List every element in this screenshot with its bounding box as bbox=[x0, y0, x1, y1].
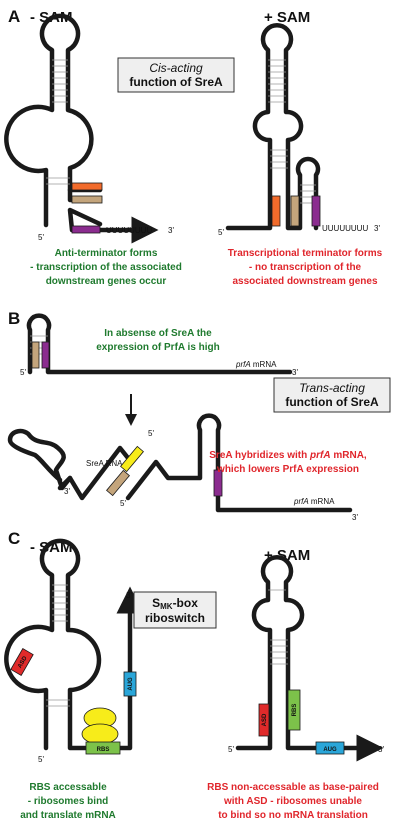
three-prime-b-top: 3' bbox=[292, 368, 298, 377]
panel-c-left-caption: RBS accessable - ribosomes bind and tran… bbox=[20, 782, 116, 821]
panel-c-right-state: + SAM bbox=[264, 547, 310, 564]
panel-c-left-rna: ASD RBS AUG 3' 5' bbox=[4, 538, 144, 764]
panel-a-right-caption: Transcriptional terminator forms - no tr… bbox=[228, 248, 383, 287]
prfa-mrna-label-bottom: prfA mRNA bbox=[293, 497, 335, 506]
five-prime-a-left: 5' bbox=[38, 233, 44, 242]
trans-acting-box: Trans-acting function of SreA bbox=[273, 377, 391, 413]
panel-a-right-state: + SAM bbox=[264, 9, 310, 26]
asd-box-right: ASD bbox=[258, 703, 270, 737]
panel-a-right-rna: UUUUUUUU 3' 5' bbox=[218, 23, 380, 237]
trans-box-line1: Trans-acting bbox=[299, 381, 365, 395]
three-prime-a-left: 3' bbox=[168, 226, 174, 235]
svg-text:- no transcription of the: - no transcription of the bbox=[249, 262, 362, 273]
panel-a-right-basepairs bbox=[268, 59, 316, 204]
panel-c-left-basepairs bbox=[46, 584, 70, 707]
panel-b: B 5' 3' prfA mRNA In absense of SreA the… bbox=[7, 309, 391, 522]
svg-text:with ASD - ribosomes unable: with ASD - ribosomes unable bbox=[223, 796, 362, 807]
three-prime-a-right: 3' bbox=[374, 224, 380, 233]
panel-a-letter: A bbox=[8, 7, 20, 26]
five-prime-c-right: 5' bbox=[228, 745, 234, 754]
rbs-box-left: RBS bbox=[85, 741, 121, 755]
svg-text:- ribosomes bind: - ribosomes bind bbox=[28, 796, 109, 807]
ribosome-small-subunit bbox=[81, 723, 119, 745]
trans-box-line2: function of SreA bbox=[285, 395, 379, 409]
svg-text:to bind so no mRNA translation: to bind so no mRNA translation bbox=[218, 810, 368, 821]
svg-text:In absense of SreA the: In absense of SreA the bbox=[104, 328, 212, 339]
rbs-box-right: RBS bbox=[287, 689, 301, 731]
panel-c-left-state: - SAM bbox=[30, 539, 73, 556]
panel-a-left-basepairs bbox=[46, 59, 70, 185]
svg-text:RBS non-accessable as base-pai: RBS non-accessable as base-paired bbox=[207, 782, 379, 793]
panel-b-top-caption: In absense of SreA the expression of Prf… bbox=[96, 328, 220, 353]
svg-text:AUG: AUG bbox=[323, 747, 337, 753]
purple-segment bbox=[41, 341, 50, 369]
svg-text:RBS accessable: RBS accessable bbox=[29, 782, 107, 793]
panel-c-right-rna: ASD RBS AUG 5' 3' bbox=[228, 555, 384, 762]
cis-box-line2: function of SreA bbox=[129, 75, 223, 89]
svg-text:expression of PrfA is high: expression of PrfA is high bbox=[96, 342, 220, 353]
svg-text:Transcriptional terminator for: Transcriptional terminator forms bbox=[228, 248, 383, 259]
tan-segment bbox=[71, 195, 103, 204]
panel-a: A - SAM + SAM UUUUUUUU 3' 5' Cis- bbox=[4, 7, 383, 287]
smk-box-label: SMK-box riboswitch bbox=[133, 591, 217, 629]
tan-segment bbox=[106, 469, 130, 497]
panel-a-left-caption: Anti-terminator forms - transcription of… bbox=[30, 248, 182, 287]
srea-rna: SreA RNA 3' 5' bbox=[7, 428, 154, 501]
panel-b-top-mrna: 5' 3' prfA mRNA bbox=[20, 313, 298, 377]
svg-text:and translate mRNA: and translate mRNA bbox=[20, 810, 116, 821]
three-prime-b-bottom: 3' bbox=[352, 513, 358, 522]
svg-text:downstream genes occur: downstream genes occur bbox=[46, 276, 167, 287]
svg-text:RBS: RBS bbox=[97, 747, 110, 753]
orange-segment bbox=[71, 182, 103, 191]
poly-u-left: UUUUUUUU bbox=[106, 226, 152, 235]
cis-box-line1: Cis-acting bbox=[149, 61, 203, 75]
svg-text:ASD: ASD bbox=[17, 655, 29, 670]
svg-text:which lowers PrfA expression: which lowers PrfA expression bbox=[216, 464, 359, 475]
orange-segment bbox=[271, 195, 281, 227]
panel-a-left-rna: UUUUUUUU 3' 5' bbox=[4, 13, 174, 244]
purple-segment bbox=[213, 469, 223, 497]
purple-segment bbox=[71, 225, 101, 234]
three-prime-c-left: 3' bbox=[126, 591, 132, 600]
five-prime-srea: 5' bbox=[148, 429, 154, 438]
five-prime-b-bottom: 5' bbox=[120, 499, 126, 508]
poly-u-right: UUUUUUUU bbox=[322, 224, 368, 233]
prfa-mrna-label-top: prfA mRNA bbox=[235, 360, 277, 369]
panel-b-letter: B bbox=[8, 309, 20, 328]
asd-box-left: ASD bbox=[10, 648, 34, 676]
five-prime-c-left: 5' bbox=[38, 755, 44, 764]
svg-text:AUG: AUG bbox=[128, 677, 134, 691]
panel-c-right-basepairs bbox=[268, 589, 288, 665]
purple-segment bbox=[311, 195, 321, 227]
five-prime-a-right: 5' bbox=[218, 228, 224, 237]
three-prime-c-right: 3' bbox=[378, 745, 384, 754]
five-prime-b-top: 5' bbox=[20, 368, 26, 377]
panel-c-right-caption: RBS non-accessable as base-paired with A… bbox=[207, 782, 379, 821]
srea-rna-label: SreA RNA bbox=[86, 459, 123, 468]
svg-text:SreA hybridizes with prfA mRNA: SreA hybridizes with prfA mRNA, bbox=[209, 450, 367, 461]
panel-c: C - SAM + SAM ASD RBS bbox=[4, 529, 384, 821]
panel-c-letter: C bbox=[8, 529, 20, 548]
aug-box-left: AUG bbox=[123, 671, 137, 697]
svg-text:RBS: RBS bbox=[292, 704, 298, 717]
svg-text:riboswitch: riboswitch bbox=[145, 611, 205, 625]
panel-b-bottom-mrna: 5' 3' prfA mRNA bbox=[106, 413, 358, 522]
tan-segment bbox=[290, 195, 300, 227]
panel-b-bottom-caption: SreA hybridizes with prfA mRNA, which lo… bbox=[209, 450, 367, 475]
svg-text:associated downstream genes: associated downstream genes bbox=[232, 276, 377, 287]
tan-segment bbox=[31, 341, 40, 369]
svg-text:SMK-box: SMK-box bbox=[152, 596, 198, 611]
svg-text:ASD: ASD bbox=[262, 713, 268, 726]
aug-box-right: AUG bbox=[315, 741, 345, 755]
svg-text:- transcription of the associa: - transcription of the associated bbox=[30, 262, 182, 273]
cis-acting-box: Cis-acting function of SreA bbox=[117, 57, 235, 93]
three-prime-srea: 3' bbox=[64, 487, 70, 496]
yellow-segment bbox=[120, 445, 144, 473]
svg-text:Anti-terminator forms: Anti-terminator forms bbox=[55, 248, 158, 259]
